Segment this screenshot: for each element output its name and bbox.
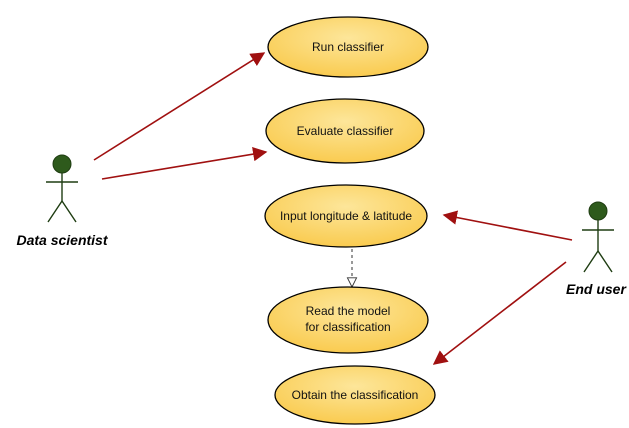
actor-label: End user	[566, 281, 627, 297]
association-arrow-data-scientist-run-classifier	[93, 52, 266, 161]
association-arrow-data-scientist-evaluate-classifier	[101, 147, 268, 180]
association-arrow-end-user-input-longitude-latitude	[442, 210, 573, 241]
use-case-read-model[interactable]: Read the model for classification	[267, 286, 429, 354]
use-case-label: Input longitude & latitude	[280, 209, 412, 223]
use-case-label: Evaluate classifier	[297, 124, 394, 138]
use-case-label: Obtain the classification	[292, 388, 419, 402]
actor-data-scientist[interactable]: Data scientist	[16, 154, 109, 248]
use-case-label: Run classifier	[312, 40, 384, 54]
use-case-evaluate-classifier[interactable]: Evaluate classifier	[265, 98, 425, 164]
use-case-label-line-2: for classification	[305, 320, 390, 334]
stick-figure-icon	[582, 201, 614, 273]
use-case-label-line-1: Read the model	[306, 304, 391, 318]
stick-figure-icon	[46, 154, 78, 223]
use-case-input-longitude-latitude[interactable]: Input longitude & latitude	[264, 184, 428, 248]
use-case-run-classifier[interactable]: Run classifier	[267, 16, 429, 78]
use-case-obtain-classification[interactable]: Obtain the classification	[274, 365, 436, 425]
actor-label: Data scientist	[16, 232, 108, 248]
actor-end-user[interactable]: End user	[566, 201, 627, 297]
association-arrow-end-user-obtain-classification	[432, 261, 567, 365]
